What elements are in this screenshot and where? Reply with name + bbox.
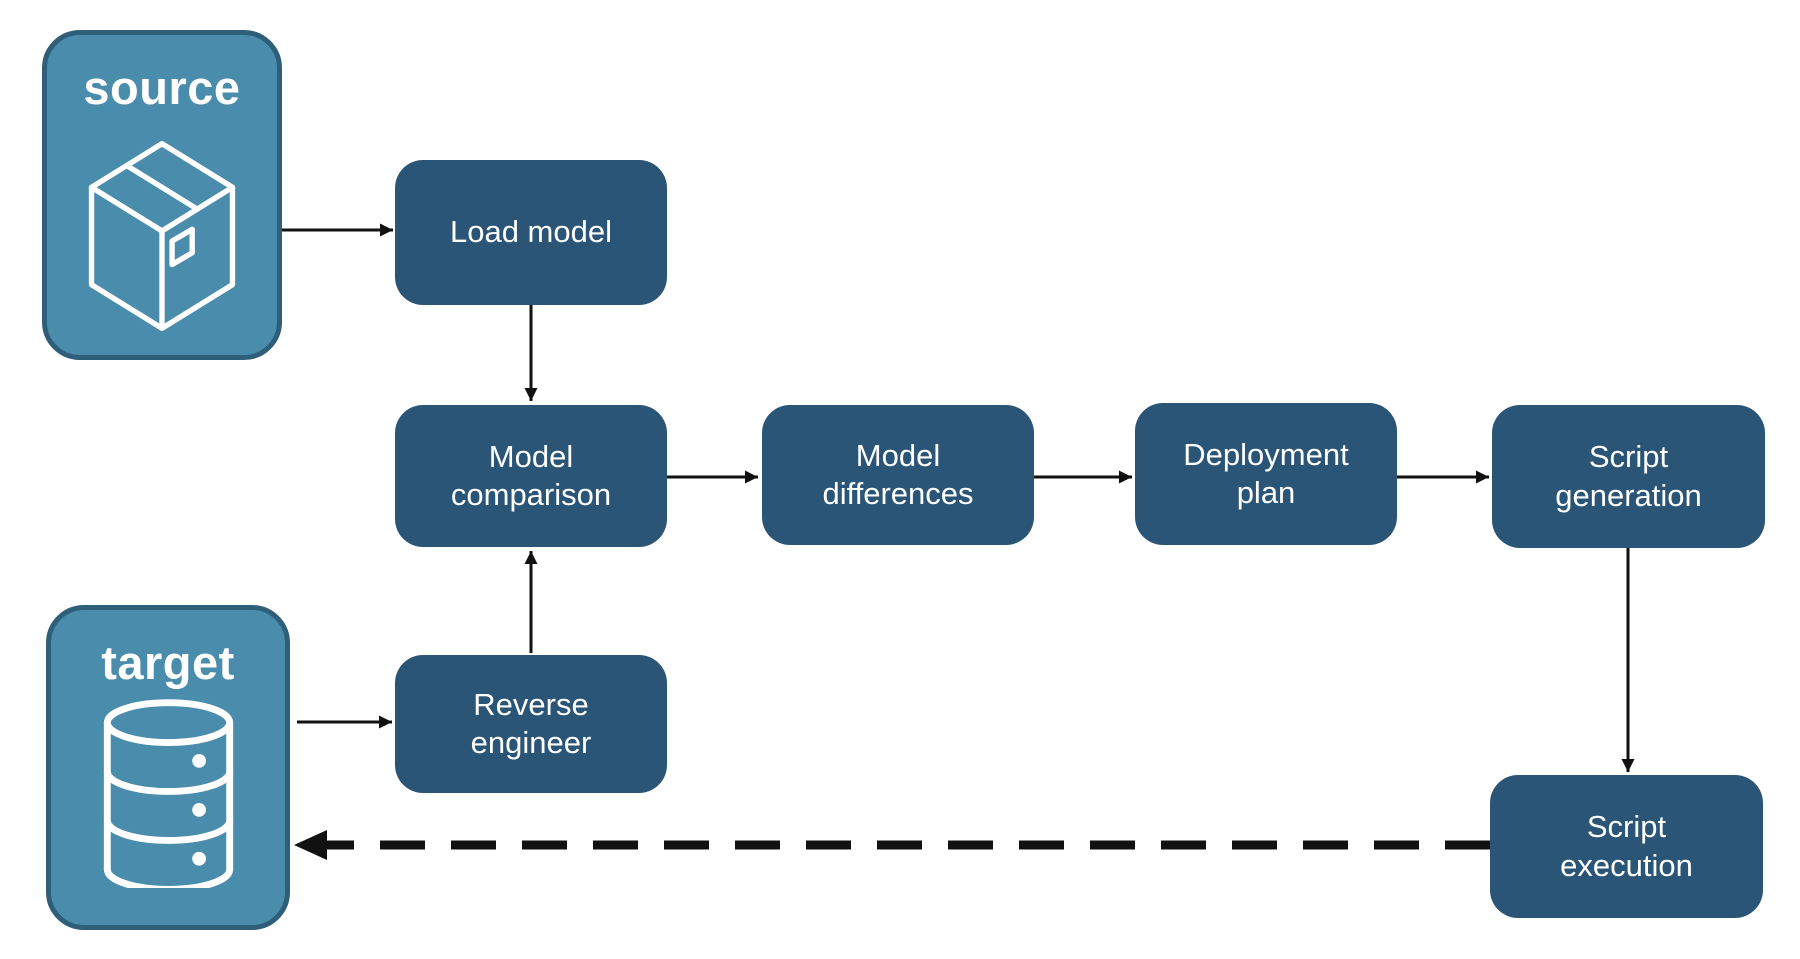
step-script-generation: Script generation: [1492, 405, 1765, 548]
step-load-model-label: Load model: [449, 214, 612, 250]
step-model-differences-label: Model differences: [822, 437, 974, 511]
entity-source: source: [42, 30, 282, 360]
step-deployment-plan-label: Deployment plan: [1183, 436, 1349, 510]
step-script-generation-label: Script generation: [1555, 439, 1702, 513]
step-load-model: Load model: [395, 160, 667, 305]
step-script-execution-label: Script execution: [1560, 809, 1693, 883]
step-deployment-plan: Deployment plan: [1135, 403, 1397, 545]
step-reverse-engineer-label: Reverse engineer: [470, 686, 592, 760]
step-model-comparison-label: Model comparison: [450, 438, 612, 512]
entity-source-label: source: [83, 61, 241, 114]
step-script-execution: Script execution: [1490, 775, 1763, 918]
package-icon: [88, 141, 236, 332]
step-model-differences: Model differences: [762, 405, 1034, 545]
step-reverse-engineer: Reverse engineer: [395, 655, 667, 793]
entity-target-label: target: [101, 636, 235, 689]
entity-target: target: [46, 605, 290, 930]
step-model-comparison: Model comparison: [395, 405, 667, 547]
database-icon: [103, 699, 233, 889]
